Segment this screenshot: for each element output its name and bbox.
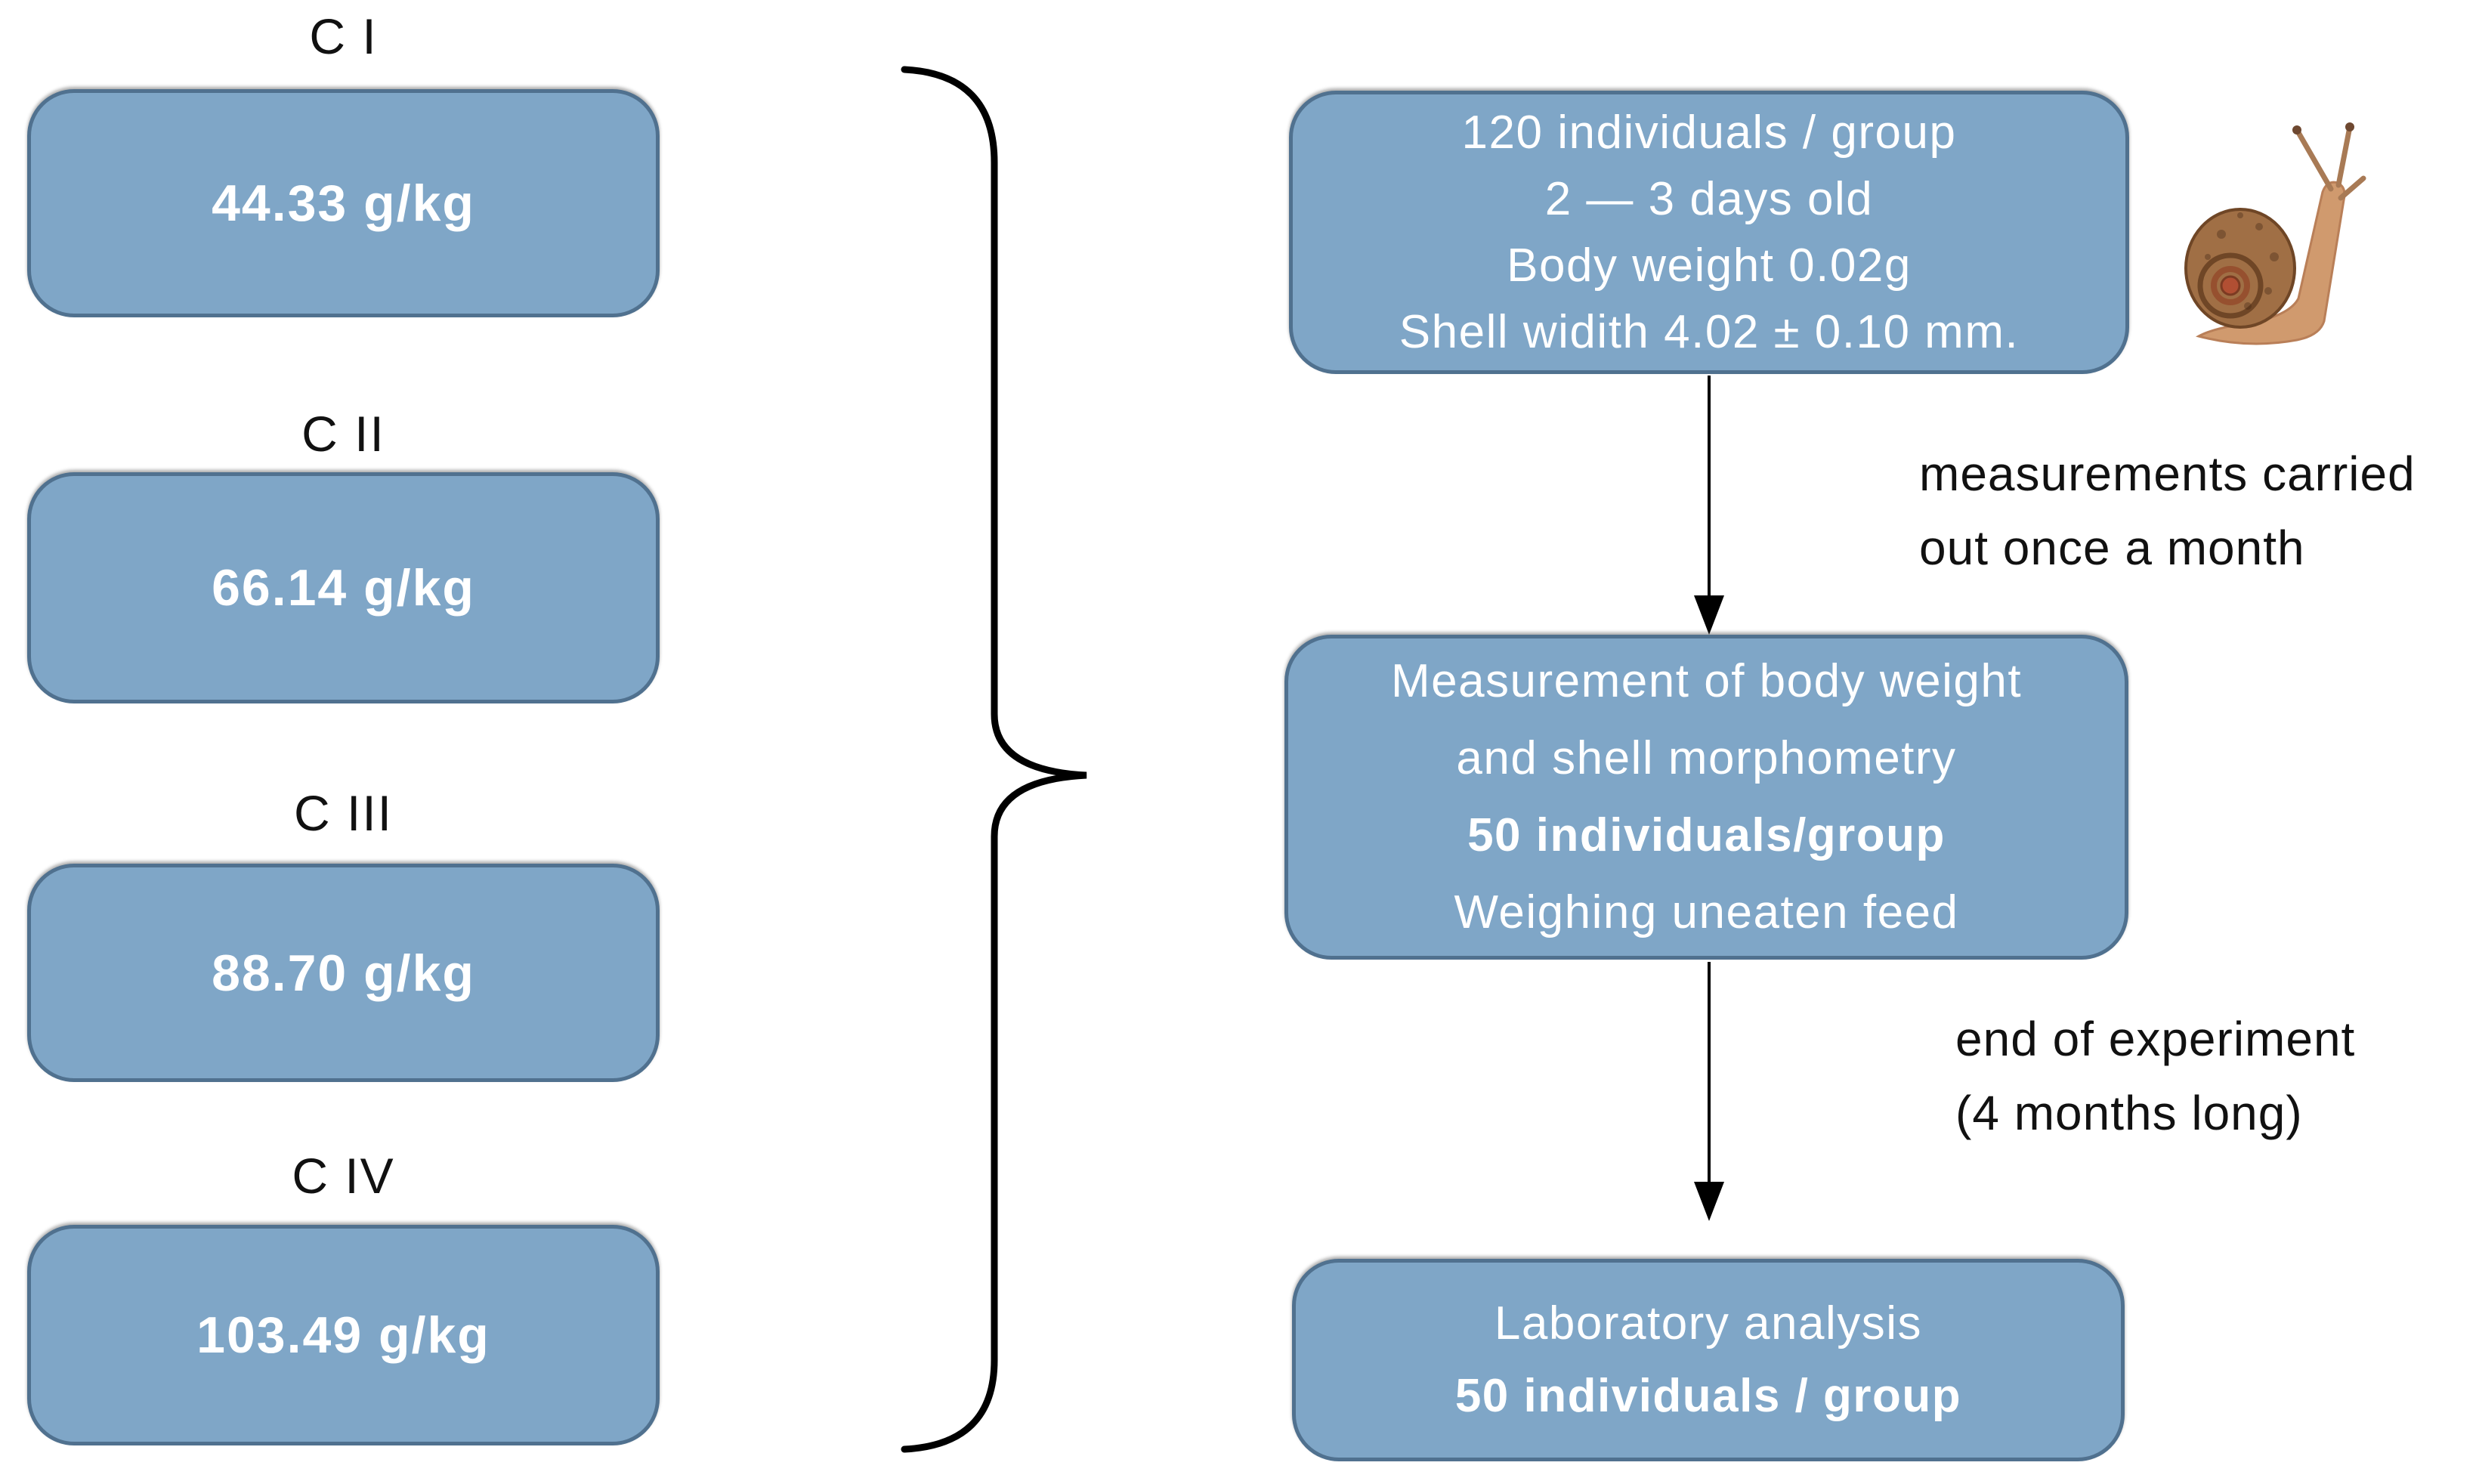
middle-box-line-2: and shell morphometry (1456, 732, 1957, 784)
annotation-end-of-experiment: end of experiment (4 months long) (1955, 1002, 2355, 1150)
end-box: Laboratory analysis 50 individuals / gro… (1292, 1259, 2125, 1461)
end-box-line-2: 50 individuals / group (1454, 1370, 1962, 1422)
group-label-c4: C IV (292, 1148, 395, 1204)
start-box-line-2: 2 — 3 days old (1544, 172, 1874, 225)
end-box-line-1: Laboratory analysis (1494, 1297, 1923, 1350)
dose-value-c3: 88.70 g/kg (212, 944, 475, 1002)
dose-box-c2: 66.14 g/kg (27, 472, 660, 703)
curly-brace (901, 66, 1087, 1453)
snail-shell (2184, 208, 2296, 329)
middle-box-line-3: 50 individuals/group (1467, 809, 1946, 861)
annotation-1-line-2: out once a month (1919, 521, 2305, 575)
group-label-c1: C I (309, 8, 378, 64)
start-box-line-3: Body weight 0.02g (1507, 239, 1912, 292)
start-box: 120 individuals / group 2 — 3 days old B… (1289, 91, 2129, 374)
dose-box-c1: 44.33 g/kg (27, 89, 660, 317)
arrow-middle-to-end (1694, 962, 1724, 1221)
start-box-line-1: 120 individuals / group (1461, 106, 1957, 159)
annotation-monthly-measurements: measurements carried out once a month (1919, 437, 2416, 585)
dose-box-c4: 103.49 g/kg (27, 1225, 660, 1445)
group-label-c3: C III (293, 785, 393, 841)
dose-value-c1: 44.33 g/kg (212, 175, 475, 232)
dose-value-c4: 103.49 g/kg (196, 1306, 490, 1364)
middle-box: Measurement of body weight and shell mor… (1284, 635, 2128, 960)
annotation-1-line-1: measurements carried (1919, 447, 2416, 501)
start-box-line-4: Shell widith 4.02 ± 0.10 mm. (1399, 305, 2020, 358)
dose-value-c2: 66.14 g/kg (212, 559, 475, 617)
snail-tentacles (2294, 124, 2366, 201)
middle-box-line-4: Weighing uneaten feed (1454, 886, 1959, 938)
group-label-c2: C II (301, 406, 385, 462)
dose-box-c3: 88.70 g/kg (27, 864, 660, 1082)
arrow-start-to-middle (1694, 376, 1724, 635)
annotation-2-line-2: (4 months long) (1955, 1086, 2303, 1140)
snail-image (2184, 122, 2366, 345)
annotation-2-line-1: end of experiment (1955, 1012, 2356, 1066)
middle-box-line-1: Measurement of body weight (1390, 655, 2023, 707)
